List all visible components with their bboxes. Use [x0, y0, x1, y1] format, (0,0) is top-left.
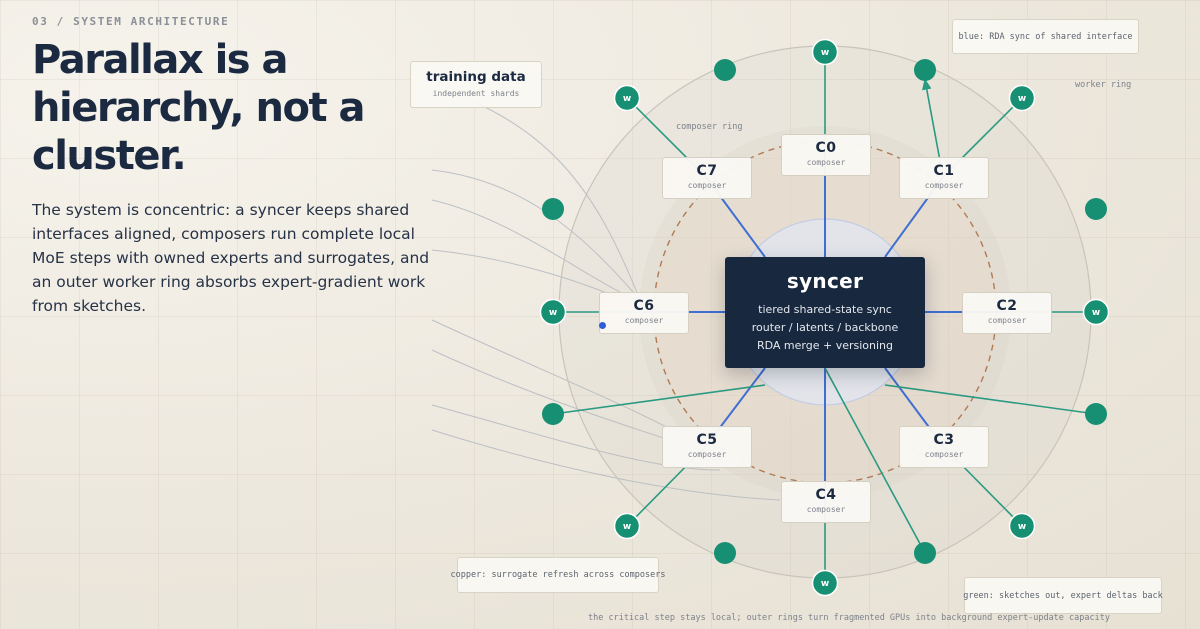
composer-role: composer: [687, 181, 727, 190]
worker-node-labeled: [811, 569, 839, 597]
worker-node: [542, 198, 564, 220]
sync-marker-dot: [599, 322, 606, 329]
worker-node: [1085, 198, 1107, 220]
worker-node: [1085, 403, 1107, 425]
composer-role: composer: [924, 181, 964, 190]
worker-node: [914, 542, 936, 564]
composer-role: composer: [924, 450, 964, 459]
worker-label: w: [1018, 522, 1026, 532]
worker-node-labeled: [1008, 84, 1036, 112]
worker-node: [542, 403, 564, 425]
training-feed-line: [469, 99, 641, 301]
composer-name: C6: [633, 298, 655, 314]
composer-c4[interactable]: C4 composer: [781, 481, 871, 523]
legend-green: green: sketches out, expert deltas back: [963, 577, 1163, 614]
composer-name: C5: [696, 432, 718, 448]
composer-name: C7: [696, 163, 718, 179]
composer-role: composer: [687, 450, 727, 459]
sketch-expert-link: [884, 384, 1098, 418]
worker-ring-label: worker ring: [1075, 80, 1132, 90]
legend-blue: blue: RDA sync of shared interface: [952, 19, 1139, 54]
legend-copper: copper: surrogate refresh across compose…: [451, 557, 665, 593]
syncer-box[interactable]: syncer tiered shared-state sync router /…: [725, 257, 925, 368]
composer-name: C2: [996, 298, 1018, 314]
syncer-line: router / latents / backbone: [751, 321, 899, 334]
page-description: The system is concentric: a syncer keeps…: [32, 201, 430, 315]
composer-c2[interactable]: C2 composer: [962, 292, 1052, 334]
page-title: Parallax is a hierarchy, not a cluster.: [32, 37, 366, 179]
worker-label: w: [549, 308, 557, 318]
composer-name: C4: [815, 487, 837, 503]
worker-node-labeled: [539, 298, 567, 326]
worker-node-labeled: [1008, 512, 1036, 540]
worker-label: w: [1018, 94, 1026, 104]
composer-c3[interactable]: C3 composer: [899, 426, 989, 468]
training-data-title: training data: [426, 69, 526, 85]
composer-c5[interactable]: C5 composer: [662, 426, 752, 468]
worker-label: w: [821, 579, 829, 589]
worker-label: w: [623, 522, 631, 532]
worker-nodes: w w w w w w w w: [539, 38, 1110, 597]
sketch-expert-link: [551, 384, 766, 418]
syncer-line: RDA merge + versioning: [756, 339, 893, 352]
sketch-expert-link: [824, 367, 926, 555]
training-data-subtitle: independent shards: [432, 89, 520, 98]
worker-node-labeled: [613, 512, 641, 540]
worker-node-labeled: [1082, 298, 1110, 326]
composer-name: C1: [933, 163, 955, 179]
training-data-box: training data independent shards: [410, 61, 542, 108]
composer-c0[interactable]: C0 composer: [781, 134, 871, 176]
worker-node-labeled: [613, 84, 641, 112]
composer-c7[interactable]: C7 composer: [662, 157, 752, 199]
composer-name: C3: [933, 432, 955, 448]
worker-node: [914, 59, 936, 81]
composer-c1[interactable]: C1 composer: [899, 157, 989, 199]
worker-node-labeled: [811, 38, 839, 66]
worker-node: [714, 542, 736, 564]
syncer-title: syncer: [786, 269, 864, 293]
worker-label: w: [623, 94, 631, 104]
composer-name: C0: [815, 140, 837, 156]
composer-role: composer: [806, 505, 846, 514]
section-eyebrow: 03 / SYSTEM ARCHITECTURE: [32, 15, 230, 28]
worker-node: [714, 59, 736, 81]
worker-label: w: [821, 48, 829, 58]
composer-role: composer: [624, 316, 664, 325]
syncer-line: tiered shared-state sync: [758, 303, 892, 316]
footer-note: the critical step stays local; outer rin…: [588, 613, 1110, 623]
composer-role: composer: [987, 316, 1027, 325]
worker-label: w: [1092, 308, 1100, 318]
composer-ring-label: composer ring: [676, 122, 743, 132]
composer-role: composer: [806, 158, 846, 167]
composer-c6[interactable]: C6 composer: [599, 292, 689, 334]
